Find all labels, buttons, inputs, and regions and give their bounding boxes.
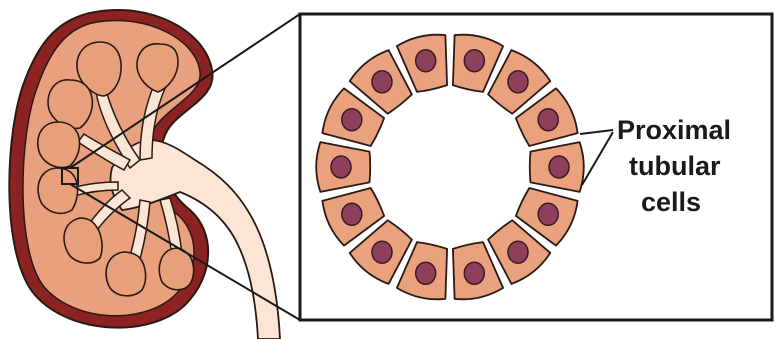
label-line-3: cells	[641, 187, 701, 217]
cell-nucleus	[416, 50, 436, 72]
cell-nucleus	[372, 71, 392, 93]
cell-nucleus	[416, 262, 436, 284]
renal-pyramid	[38, 122, 80, 168]
renal-pyramid	[38, 168, 78, 213]
renal-pyramid	[106, 252, 146, 296]
label-line-1: Proximal	[617, 115, 731, 145]
kidney-illustration	[9, 10, 280, 339]
cell-nucleus	[538, 203, 558, 225]
cell-nucleus	[508, 71, 528, 93]
cell-nucleus	[464, 50, 484, 72]
cell-nucleus	[464, 262, 484, 284]
cell-nucleus	[549, 156, 569, 178]
cell-nucleus	[342, 203, 362, 225]
cell-nucleus	[538, 109, 558, 131]
label-line-2: tubular	[629, 151, 721, 181]
cell-nucleus	[331, 156, 351, 178]
cell-nucleus	[372, 241, 392, 263]
cell-nucleus	[342, 109, 362, 131]
cell-nucleus	[508, 241, 528, 263]
